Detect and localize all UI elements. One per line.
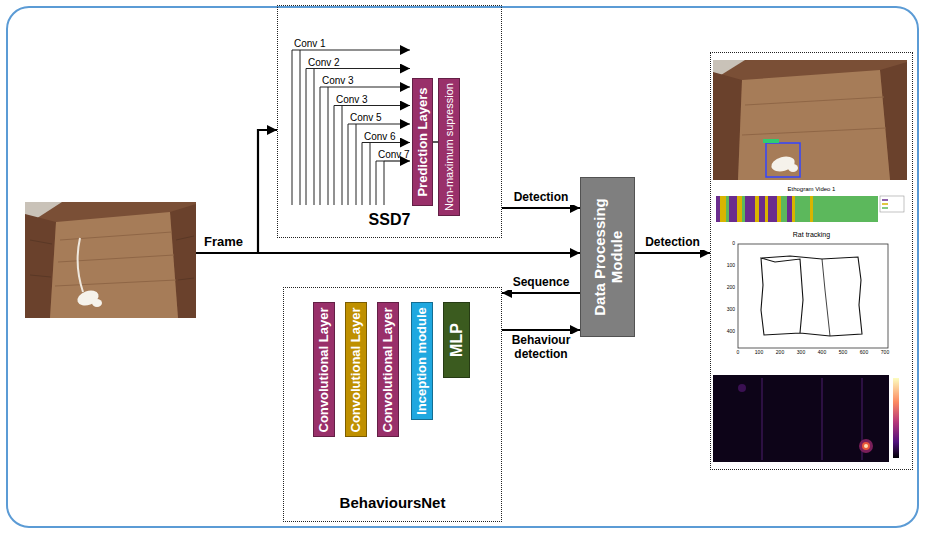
- layer-label: Conv 5: [350, 112, 382, 123]
- layer-bar: Prediction Layers: [412, 78, 433, 206]
- layer-label: Conv 3: [322, 75, 354, 86]
- axis-tick: 100: [749, 350, 769, 356]
- layer-text: Convolutional Layer: [349, 307, 363, 432]
- axis-tick: 300: [791, 350, 811, 356]
- layer-label: Conv 2: [308, 57, 340, 68]
- axis-tick: 0: [728, 350, 748, 356]
- model-group-box: BehavioursNet Convolutional Layer Convolut…: [283, 287, 502, 522]
- output-panel: Ethogram Video 1 Rat tracking: [710, 52, 913, 470]
- conv-staircase: [292, 50, 438, 205]
- layer-label: Conv 7: [378, 149, 410, 160]
- plot-title: Rat tracking: [711, 231, 912, 239]
- axis-tick: 0: [718, 241, 735, 247]
- axis-tick: 200: [770, 350, 790, 356]
- axis-tick: 400: [718, 329, 735, 335]
- outer-frame: [7, 7, 918, 527]
- layer-text: Convolutional Layer: [381, 307, 395, 432]
- layer-text: Non-maximum supression: [443, 83, 455, 211]
- axis-tick: 500: [833, 350, 853, 356]
- axis-tick: 700: [875, 350, 895, 356]
- edge-label: Detection: [504, 191, 578, 205]
- layer-label: Conv 3: [336, 94, 368, 105]
- connector-arrow: [502, 292, 580, 294]
- axis-tick: 400: [812, 350, 832, 356]
- axis-tick: 300: [718, 307, 735, 313]
- group-title: BehavioursNet: [284, 495, 501, 512]
- wire-label: Frame: [204, 235, 243, 249]
- layer-label: Conv 6: [364, 131, 396, 142]
- connector-arrow: [502, 329, 580, 331]
- layer-bar: Convolutional Layer: [313, 302, 335, 437]
- group-title: SSD7: [278, 211, 501, 229]
- axis-tick: 100: [718, 263, 735, 269]
- layer-bar: Convolutional Layer: [377, 302, 399, 437]
- plot-title: Ethogram Video 1: [711, 186, 912, 193]
- layer-bar: MLP: [443, 302, 470, 378]
- layer-text: MLP: [448, 323, 466, 357]
- module-box: Data Processing Module: [580, 177, 635, 337]
- axis-tick: 200: [718, 285, 735, 291]
- layer-text: Inception module: [415, 307, 429, 415]
- connector-arrow: [502, 207, 580, 209]
- detection-photo: [713, 60, 907, 180]
- tracking-plot: [713, 230, 907, 363]
- edge-label: Sequence: [504, 276, 578, 290]
- input-photo: [25, 202, 196, 318]
- edge-label: Detection: [637, 236, 708, 250]
- layer-text: Convolutional Layer: [317, 307, 331, 432]
- layer-text: Data Processing Module: [591, 184, 624, 330]
- edge-label: Behaviour detection: [504, 334, 578, 362]
- heatmap: [713, 375, 899, 462]
- layer-bar: Non-maximum supression: [438, 78, 460, 216]
- axis-tick: 600: [854, 350, 874, 356]
- frame-wire: [196, 130, 580, 253]
- layer-bar: Convolutional Layer: [345, 302, 367, 437]
- layer-bar: Inception module: [411, 302, 433, 420]
- layer-text: Prediction Layers: [415, 87, 429, 196]
- connector-arrow: [635, 252, 710, 254]
- layer-label: Conv 1: [294, 38, 326, 49]
